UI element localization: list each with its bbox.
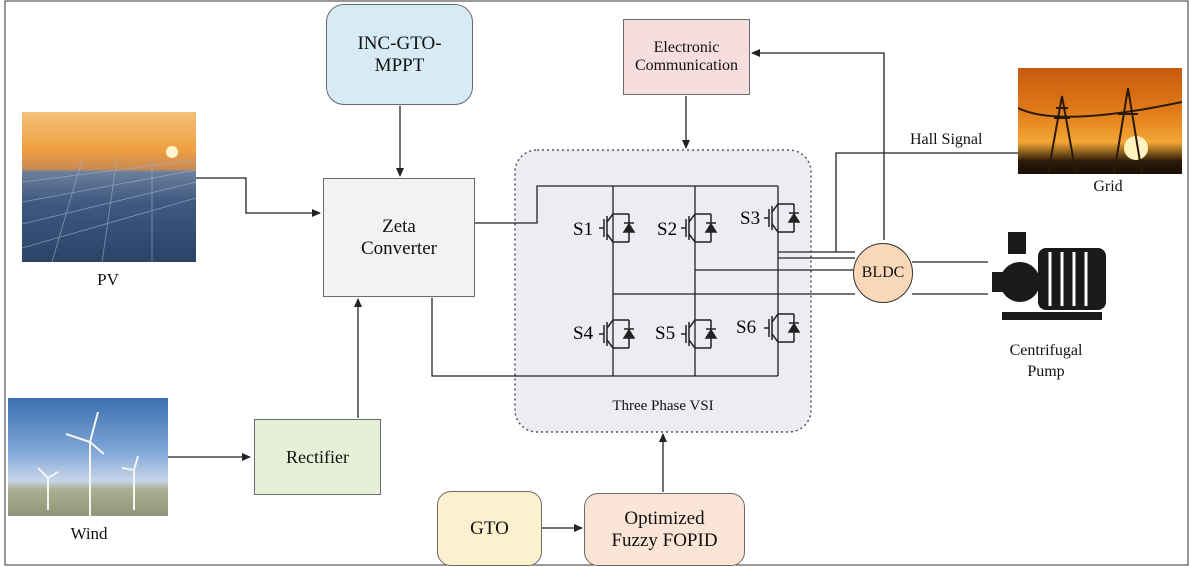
rectifier-block: Rectifier (254, 419, 381, 495)
pump-label-line1: Centrifugal (1009, 342, 1083, 359)
pv-label: PV (97, 270, 119, 289)
zeta-converter-block: Zeta Converter (323, 178, 475, 297)
wind-label: Wind (70, 524, 108, 543)
mppt-block-label: INC-GTO-MPPT (357, 32, 442, 76)
bldc-to-comm-wire (751, 49, 885, 240)
pump-label: Centrifugal Pump (1010, 341, 1083, 383)
igbt-switch-s2 (681, 213, 718, 243)
igbt-switch-s1 (599, 213, 636, 243)
dc-positive-bus (475, 185, 778, 224)
fuzzy-fopid-block: Optimized Fuzzy FOPID (584, 493, 745, 566)
igbt-switch-s4 (599, 319, 636, 349)
switch-label-s2: S2 (657, 219, 678, 240)
switch-label-s6: S6 (736, 317, 757, 338)
switch-label-s3: S3 (740, 208, 761, 229)
zeta-converter-line1: Zeta (382, 215, 416, 237)
zeta-converter-line2: Converter (361, 237, 437, 259)
vsi-label: Three Phase VSI (612, 398, 714, 414)
dc-negative-bus (431, 298, 778, 377)
grid-label: Grid (1093, 178, 1123, 195)
grid-image (1018, 68, 1182, 174)
wind-turbine-image (8, 398, 168, 516)
hall-signal-wire (835, 152, 1018, 252)
switch-label-s1: S1 (573, 219, 594, 240)
communication-block-line1: Electronic (653, 38, 720, 56)
igbt-switch-s5 (681, 319, 718, 349)
fuzzy-fopid-line1: Optimized (624, 507, 705, 529)
pv-panel-image (22, 112, 196, 262)
bldc-motor-label: BLDC (861, 263, 905, 281)
vsi-box (514, 149, 812, 433)
mppt-block: INC-GTO-MPPT (326, 4, 473, 105)
switch-label-s5: S5 (655, 323, 676, 344)
communication-block-line2: Communication (634, 57, 739, 74)
rectifier-block-label: Rectifier (286, 446, 349, 467)
bldc-motor: BLDC (853, 243, 913, 303)
igbt-switch-s3 (764, 203, 801, 233)
gto-block-label: GTO (470, 517, 509, 539)
hall-signal-label: Hall Signal (910, 131, 983, 148)
gto-block: GTO (437, 491, 542, 566)
igbt-switch-s6 (764, 313, 801, 343)
pump-label-line2: Pump (1027, 362, 1065, 380)
pv-to-zeta-wire (195, 177, 321, 217)
switch-label-s4: S4 (573, 323, 594, 344)
communication-block: Electronic Communication (623, 19, 750, 95)
fuzzy-fopid-line2: Fuzzy FOPID (611, 529, 718, 551)
centrifugal-pump-image (988, 228, 1114, 326)
